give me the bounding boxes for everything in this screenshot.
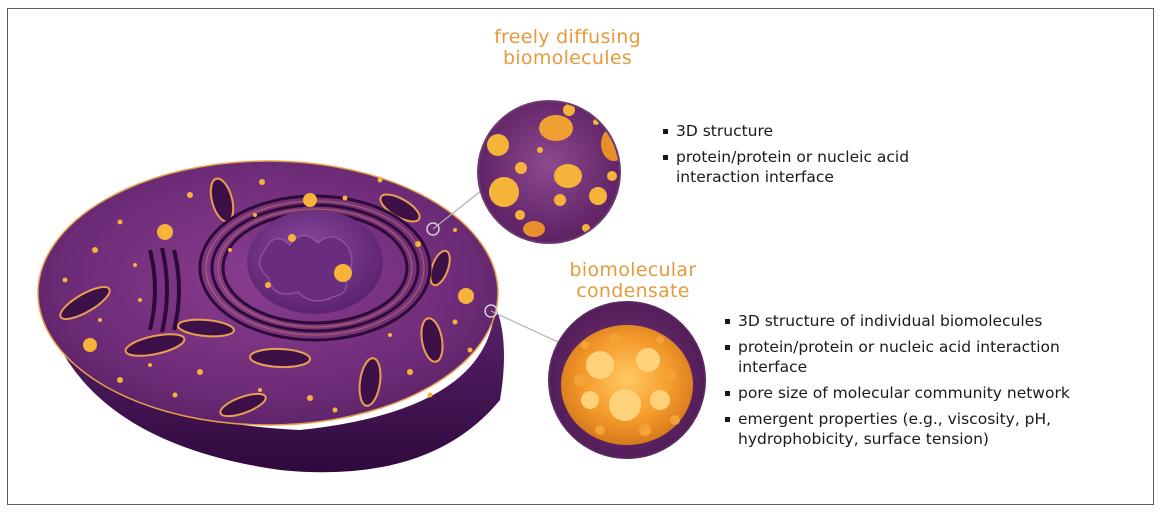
- condensate-title-line2: condensate: [548, 281, 718, 302]
- condensate-title-line1: biomolecular: [548, 260, 718, 281]
- freely-diffusing-title-line2: biomolecules: [470, 48, 665, 69]
- bullet-item: emergent properties (e.g., viscosity, pH…: [725, 409, 1125, 449]
- freely-diffusing-title: freely diffusing biomolecules: [470, 27, 665, 69]
- bullet-item: 3D structure of individual biomolecules: [725, 311, 1125, 331]
- bullet-item: pore size of molecular community network: [725, 383, 1125, 403]
- diffusing-molecules-zoom: [478, 101, 627, 243]
- condensate-title: biomolecular condensate: [548, 260, 718, 302]
- condensate-zoom: [549, 302, 705, 458]
- freely-diffusing-title-line1: freely diffusing: [470, 27, 665, 48]
- bullet-item: protein/protein or nucleic acid interact…: [725, 337, 1125, 377]
- bullet-item: 3D structure: [663, 121, 963, 141]
- bullet-item: protein/protein or nucleic acid interact…: [663, 147, 963, 187]
- freely-diffusing-bullets: 3D structure protein/protein or nucleic …: [663, 121, 963, 193]
- condensate-bullets: 3D structure of individual biomolecules …: [725, 311, 1125, 455]
- nucleus: [247, 210, 383, 314]
